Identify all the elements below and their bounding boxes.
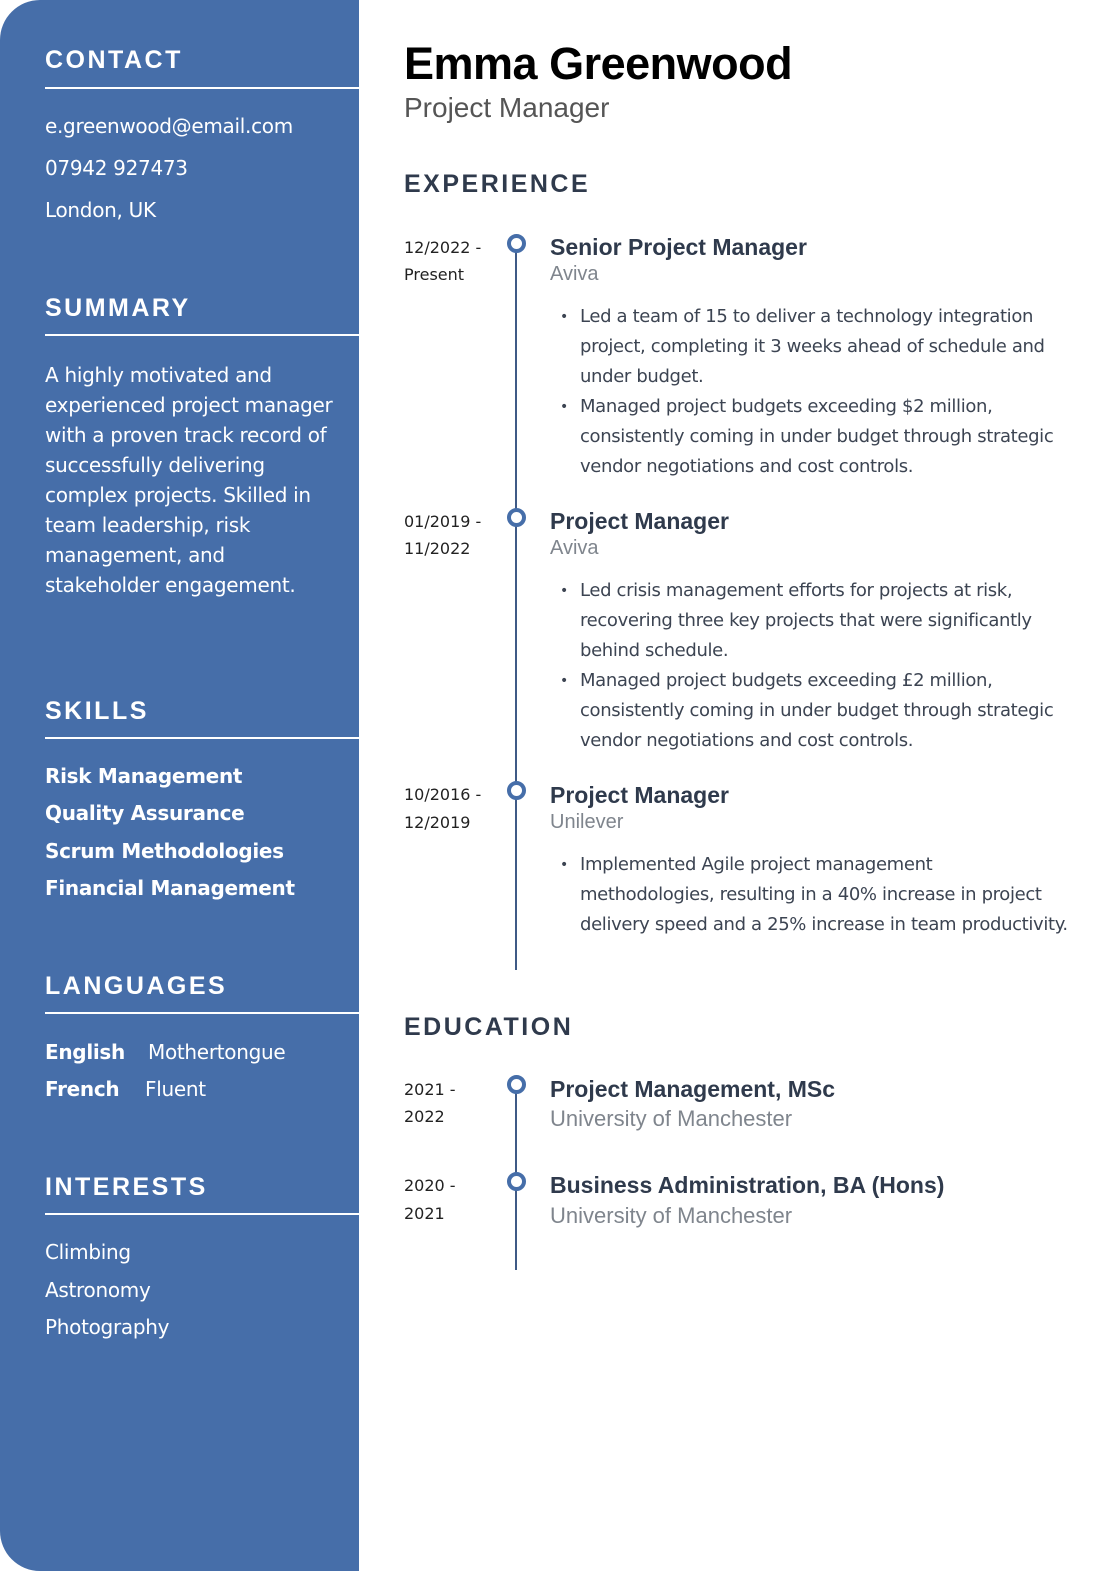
job-company: Aviva [550,263,599,285]
job-date-end: 12/2019 [404,813,471,832]
job-date-start: 01/2019 - [404,512,482,531]
timeline-dot-icon [507,1075,526,1094]
contact-divider [45,87,359,89]
summary-divider [45,334,359,336]
education-heading: EDUCATION [404,1013,574,1041]
skills-heading: SKILLS [45,697,149,725]
job-bullet: Managed project budgets exceeding $2 mil… [560,392,1070,482]
edu-date-start: 2020 - [404,1176,456,1195]
edu-date-end: 2021 [404,1204,445,1223]
skills-divider [45,737,359,739]
languages-heading: LANGUAGES [45,972,228,1000]
interests-heading: INTERESTS [45,1173,208,1201]
contact-heading: CONTACT [45,46,183,74]
job-title: Project Manager [550,782,729,808]
skill-item: Financial Management [45,876,295,900]
candidate-name: Emma Greenwood [404,38,793,89]
job-title: Senior Project Manager [550,234,807,260]
job-company: Aviva [550,537,599,559]
job-bullet: Implemented Agile project management met… [560,850,1070,940]
job-date-start: 12/2022 - [404,238,482,257]
timeline-dot-icon [507,1172,526,1191]
interest-item: Climbing [45,1240,131,1264]
language-level: Fluent [145,1077,206,1101]
job-bullets: Implemented Agile project management met… [560,850,1070,940]
candidate-role: Project Manager [404,92,610,123]
sidebar: CONTACT e.greenwood@email.com 07942 9274… [0,0,359,1571]
skill-item: Risk Management [45,764,243,788]
skill-item: Scrum Methodologies [45,839,284,863]
language-name: French [45,1077,120,1101]
job-date-end: 11/2022 [404,539,471,558]
job-date-end: Present [404,265,465,284]
languages-divider [45,1012,359,1014]
interest-item: Photography [45,1315,170,1339]
edu-degree: Business Administration, BA (Hons) [550,1172,945,1198]
job-bullet: Led a team of 15 to deliver a technology… [560,302,1070,392]
job-bullets: Led a team of 15 to deliver a technology… [560,302,1070,482]
contact-location: London, UK [45,198,156,222]
timeline-dot-icon [507,781,526,800]
timeline-dot-icon [507,508,526,527]
job-bullets: Led crisis management efforts for projec… [560,576,1070,756]
language-level: Mothertongue [148,1040,286,1064]
timeline-dot-icon [507,234,526,253]
experience-heading: EXPERIENCE [404,170,591,198]
summary-heading: SUMMARY [45,294,191,322]
job-bullet: Led crisis management efforts for projec… [560,576,1070,666]
contact-phone[interactable]: 07942 927473 [45,156,188,180]
job-title: Project Manager [550,508,729,534]
contact-email[interactable]: e.greenwood@email.com [45,114,293,138]
skill-item: Quality Assurance [45,801,245,825]
edu-school: University of Manchester [550,1106,793,1131]
experience-timeline-line [515,243,517,970]
summary-text: A highly motivated and experienced proje… [45,363,333,597]
job-date-start: 10/2016 - [404,785,482,804]
language-name: English [45,1040,125,1064]
edu-date-end: 2022 [404,1107,445,1126]
interest-item: Astronomy [45,1278,151,1302]
job-company: Unilever [550,811,624,833]
edu-date-start: 2021 - [404,1080,456,1099]
interests-divider [45,1213,359,1215]
edu-degree: Project Management, MSc [550,1076,836,1102]
edu-school: University of Manchester [550,1203,793,1228]
job-bullet: Managed project budgets exceeding £2 mil… [560,666,1070,756]
